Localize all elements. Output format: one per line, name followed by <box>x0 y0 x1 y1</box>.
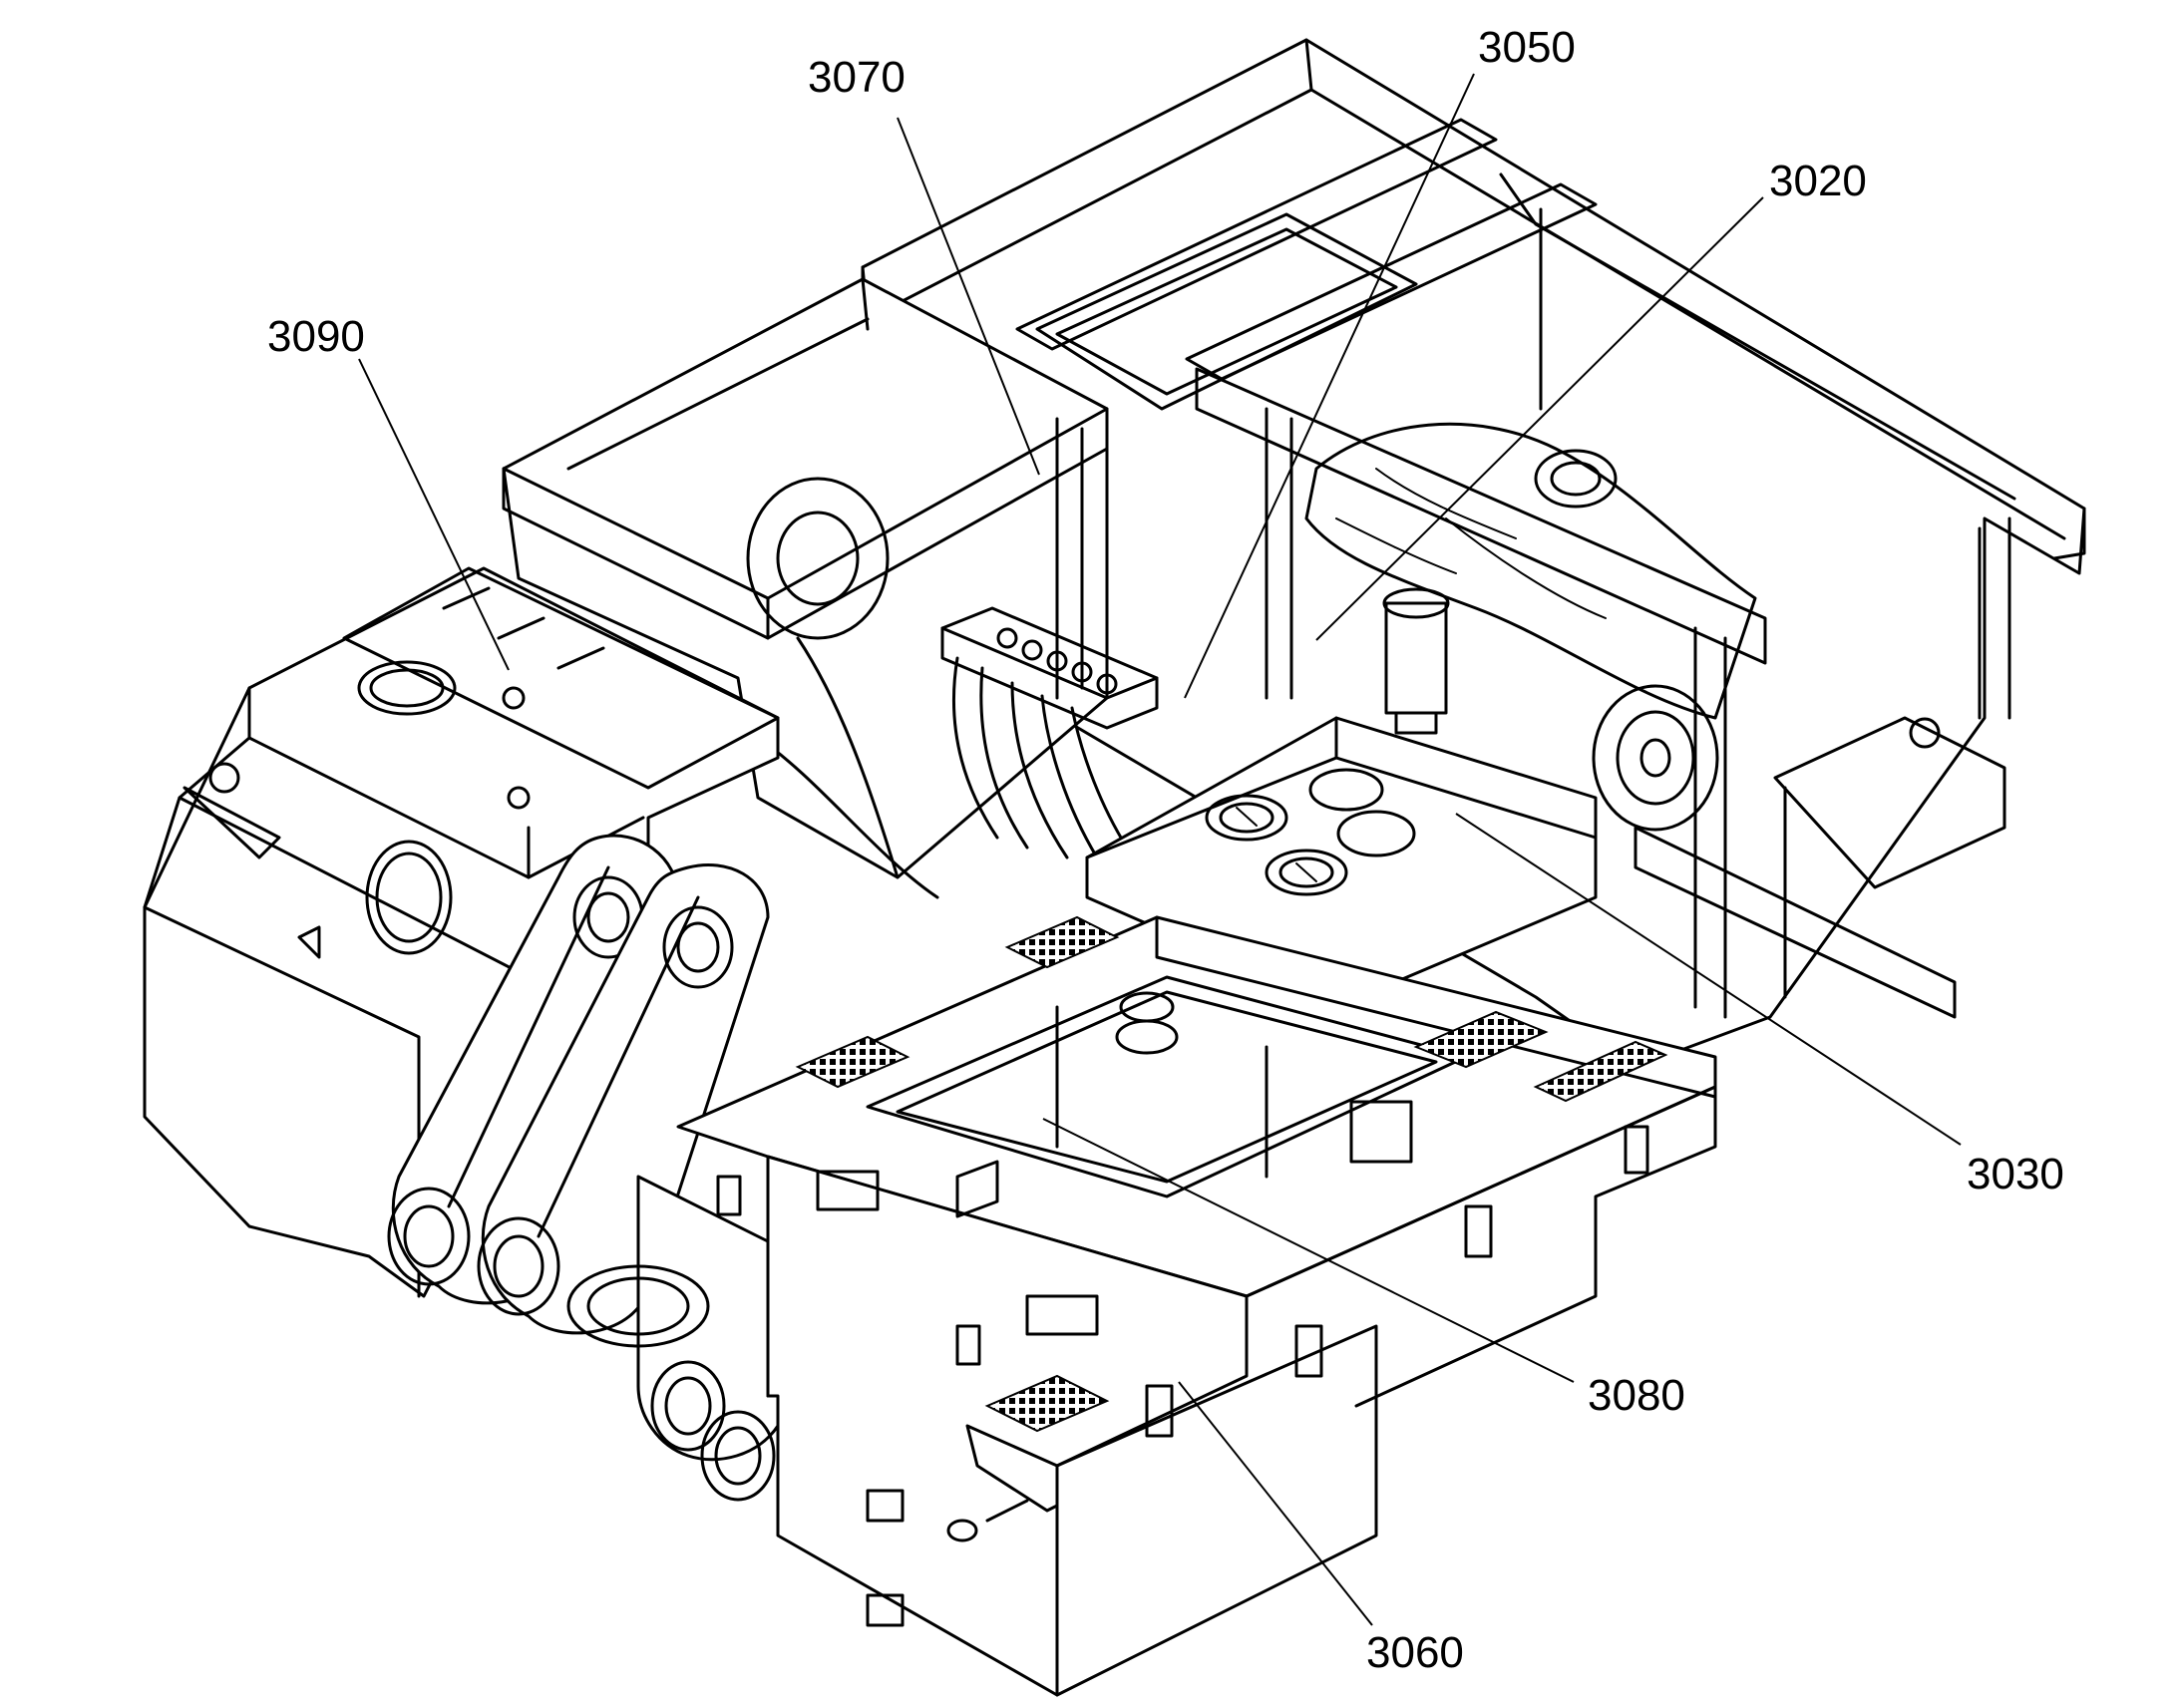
callout-3050: 3050 <box>1478 23 1576 72</box>
callout-3020: 3020 <box>1769 157 1867 205</box>
leader-lines <box>358 73 1962 1626</box>
leader-3050 <box>1184 73 1475 699</box>
callout-3030: 3030 <box>1967 1150 2064 1198</box>
mid-frame <box>502 277 1159 899</box>
callout-labels: 3050 3070 3020 3090 3030 3080 3060 <box>267 23 2064 1677</box>
leader-3030 <box>1455 813 1962 1146</box>
callout-3070: 3070 <box>808 53 906 102</box>
base-platform <box>676 915 1717 1697</box>
leader-3090 <box>358 358 510 671</box>
callout-3080: 3080 <box>1588 1371 1685 1420</box>
leader-3060 <box>1178 1381 1373 1626</box>
boom-arms <box>387 834 780 1502</box>
leader-3020 <box>1315 196 1764 641</box>
leader-3080 <box>1042 1118 1575 1383</box>
callout-3060: 3060 <box>1366 1628 1464 1677</box>
rear-frame <box>861 38 2086 1069</box>
leader-3070 <box>897 117 1040 476</box>
callout-3090: 3090 <box>267 312 365 361</box>
